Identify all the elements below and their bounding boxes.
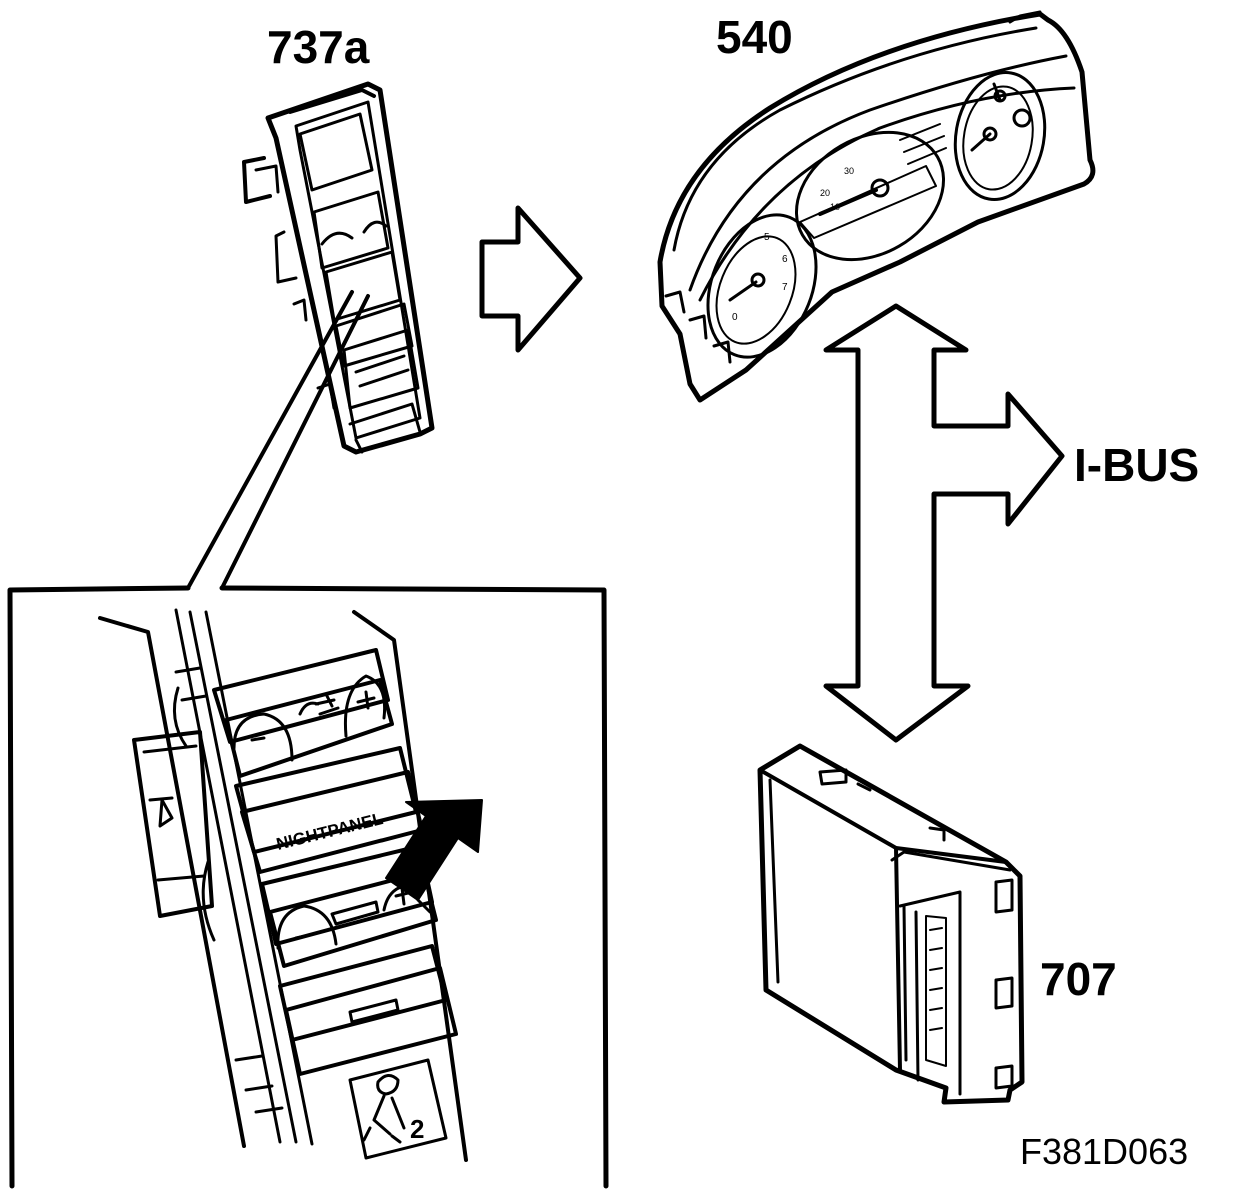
switch-unit-label: 737a [267, 21, 370, 73]
svg-text:7: 7 [782, 282, 788, 293]
pointer-arrow [385, 799, 483, 901]
svg-text:30: 30 [844, 166, 854, 176]
svg-text:10: 10 [830, 202, 840, 212]
signal-arrow-right [479, 205, 583, 353]
svg-text:6: 6 [782, 254, 788, 265]
control-module-label: 707 [1040, 953, 1117, 1005]
detail-leader-lines [186, 290, 370, 590]
switch-unit-737a [242, 81, 435, 455]
detail-inset: NIGHTPANEL 2 [7, 585, 609, 1189]
svg-text:20: 20 [820, 188, 830, 198]
svg-text:5: 5 [764, 232, 770, 243]
figure-id: F381D063 [1020, 1131, 1189, 1172]
instrument-cluster-label: 540 [716, 11, 793, 63]
seat-icon-number: 2 [410, 1114, 424, 1144]
svg-text:0: 0 [732, 312, 738, 323]
nightpanel-button-label: NIGHTPANEL [274, 809, 385, 854]
bus-arrow [823, 303, 1065, 743]
control-module-707 [757, 743, 1025, 1105]
seat-belt-icon [348, 1058, 448, 1160]
instrument-cluster-540: 0 5 6 7 20 10 30 [657, 10, 1096, 403]
i-bus-label: I-BUS [1074, 439, 1200, 491]
